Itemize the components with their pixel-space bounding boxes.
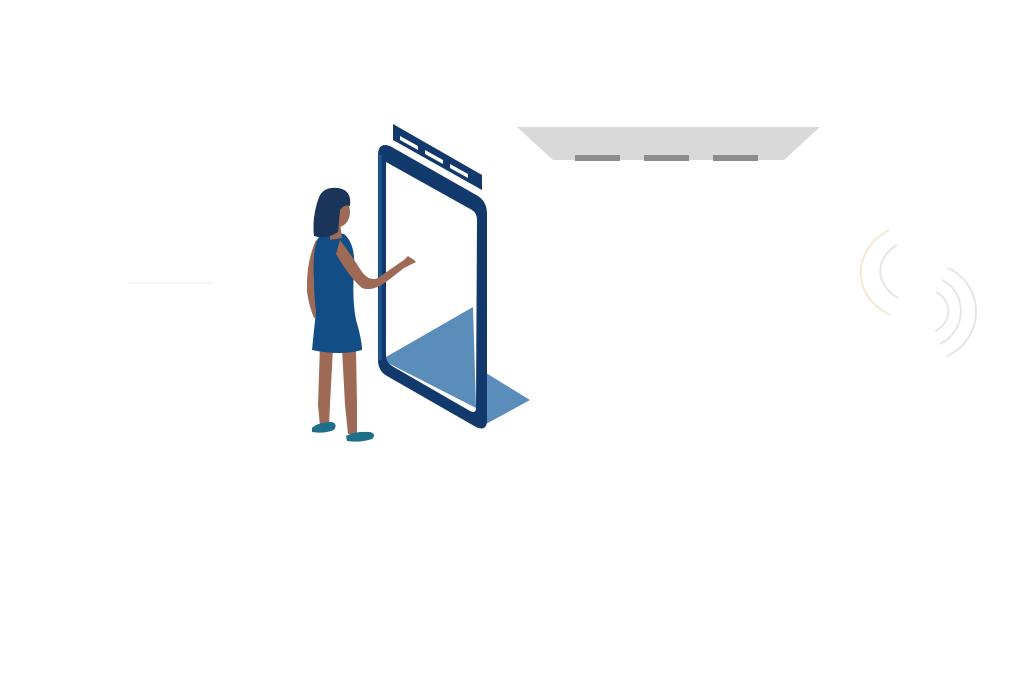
person-leg-front	[342, 348, 357, 434]
signal-arc-right-inner	[934, 291, 950, 332]
door-frame	[378, 145, 487, 429]
signal-arc-right-mid	[939, 279, 962, 345]
person-hair	[313, 187, 351, 238]
person-shoe-back	[312, 422, 336, 433]
person-shoe-front	[346, 431, 375, 442]
ceiling-sensor-panel	[517, 127, 820, 160]
wireless-signal-icon	[859, 229, 977, 357]
signal-arc-left-inner	[879, 244, 899, 299]
ceiling-sensor-slot	[575, 155, 620, 161]
ceiling-sensor-slot	[713, 155, 758, 161]
door-header-notch	[425, 150, 443, 164]
person-arm-front	[336, 240, 416, 290]
ceiling-sensor	[517, 127, 820, 161]
person-leg-back	[318, 345, 333, 426]
person-figure	[306, 187, 416, 442]
door-floor-shadow	[386, 307, 476, 408]
ceiling-sensor-slot	[644, 155, 689, 161]
door-floor-shadow-outer	[486, 373, 530, 424]
signal-arc-right-outer	[946, 267, 977, 357]
door-header-notch	[450, 164, 468, 178]
automatic-door	[378, 124, 530, 429]
door-header-notch	[400, 136, 418, 150]
signal-arc-left-outer	[859, 229, 891, 316]
